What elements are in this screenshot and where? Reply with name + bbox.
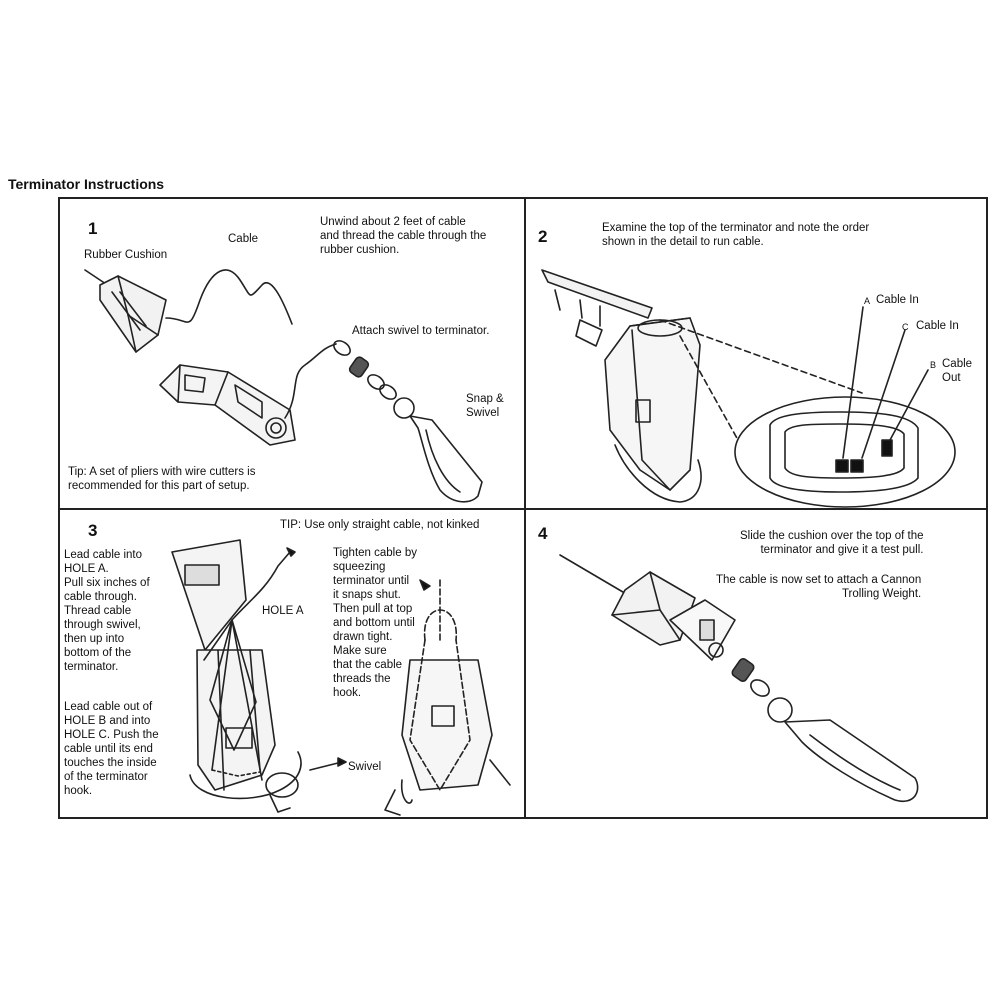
step-2-instruction: Examine the top of the terminator and no… bbox=[602, 222, 870, 248]
detail-view-illustration bbox=[735, 307, 955, 507]
label-snap-swivel: Snap & Swivel bbox=[466, 393, 504, 419]
step-3-instruction-right: Tighten cable by squeezing terminator un… bbox=[333, 547, 417, 699]
step-3-instruction-part-1: Lead cable into HOLE A. Pull six inches … bbox=[64, 549, 150, 673]
snap-swivel-illustration bbox=[331, 338, 482, 502]
label-rubber-cushion: Rubber Cushion bbox=[84, 249, 168, 261]
step-3-number: 3 bbox=[88, 521, 98, 540]
terminator-threading-illustration bbox=[172, 540, 346, 812]
detail-callout-lines bbox=[660, 320, 862, 440]
detail-label-b: Cable Out bbox=[942, 358, 973, 384]
detail-label-c: Cable In bbox=[916, 320, 959, 332]
assembled-terminator-illustration bbox=[560, 555, 918, 801]
terminator-illustration bbox=[160, 365, 295, 445]
label-hole-a: HOLE A bbox=[262, 605, 304, 617]
detail-label-a: Cable In bbox=[876, 294, 919, 306]
label-attach-swivel: Attach swivel to terminator. bbox=[352, 325, 490, 337]
step-3-instruction-part-2: Lead cable out of HOLE B and into HOLE C… bbox=[64, 701, 159, 797]
step-2-number: 2 bbox=[538, 227, 548, 246]
step-4-number: 4 bbox=[538, 524, 548, 543]
page-title: Terminator Instructions bbox=[8, 176, 165, 192]
step-1-tip: Tip: A set of pliers with wire cutters i… bbox=[68, 466, 256, 492]
label-swivel: Swivel bbox=[348, 761, 382, 773]
cable-to-swivel bbox=[285, 344, 336, 418]
detail-label-b-letter: B bbox=[930, 360, 937, 370]
rubber-cushion-illustration bbox=[85, 270, 166, 352]
step-1-instruction: Unwind about 2 feet of cable and thread … bbox=[320, 216, 487, 256]
label-cable: Cable bbox=[228, 233, 259, 245]
tighten-cable-illustration bbox=[385, 580, 510, 815]
detail-label-c-letter: C bbox=[902, 322, 909, 332]
step-4-instruction-1: Slide the cushion over the top of the te… bbox=[740, 530, 924, 556]
panel-divider-horizontal bbox=[58, 508, 988, 510]
step-4-instruction-2: The cable is now set to attach a Cannon … bbox=[716, 574, 922, 600]
cable-illustration bbox=[166, 270, 292, 324]
step-3-tip: TIP: Use only straight cable, not kinked bbox=[280, 519, 480, 531]
terminator-top-illustration bbox=[542, 270, 701, 502]
step-1-number: 1 bbox=[88, 219, 98, 238]
detail-label-a-letter: A bbox=[864, 296, 871, 306]
